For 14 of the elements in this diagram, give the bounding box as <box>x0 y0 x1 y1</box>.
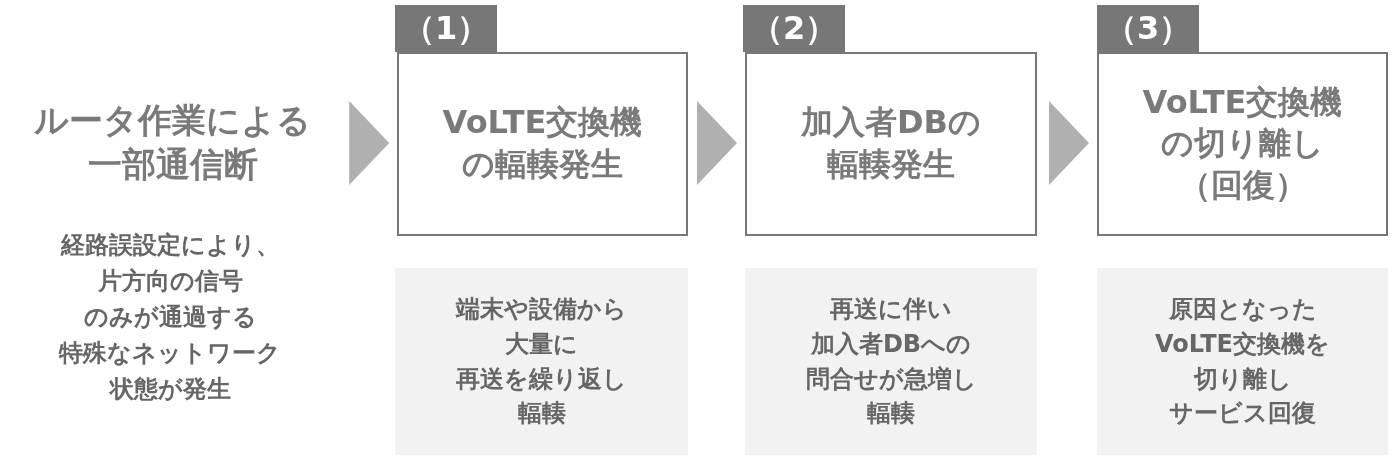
note-box: 再送に伴い加入者DBへの問合せが急増し輻輳 <box>745 268 1037 455</box>
step-tab: （2） <box>743 5 846 52</box>
step-tab: （3） <box>1097 5 1200 52</box>
description-text: 経路誤設定により、片方向の信号のみが通過する特殊なネットワーク状態が発生 <box>57 230 282 405</box>
process-box: VoLTE交換機の輻輳発生 <box>397 52 688 236</box>
process-box: VoLTE交換機の切り離し（回復） <box>1097 52 1388 236</box>
process-box: 加入者DBの輻輳発生 <box>745 52 1037 236</box>
step-tab: （1） <box>395 5 498 52</box>
note-box: 端末や設備から大量に再送を繰り返し輻輳 <box>395 268 688 455</box>
arrow <box>349 101 390 185</box>
heading-text: ルータ作業による一部通信断 <box>0 92 345 192</box>
note-box: 原因となったVoLTE交換機を切り離しサービス回復 <box>1097 268 1388 455</box>
arrow <box>1049 101 1089 185</box>
arrow <box>697 101 737 185</box>
